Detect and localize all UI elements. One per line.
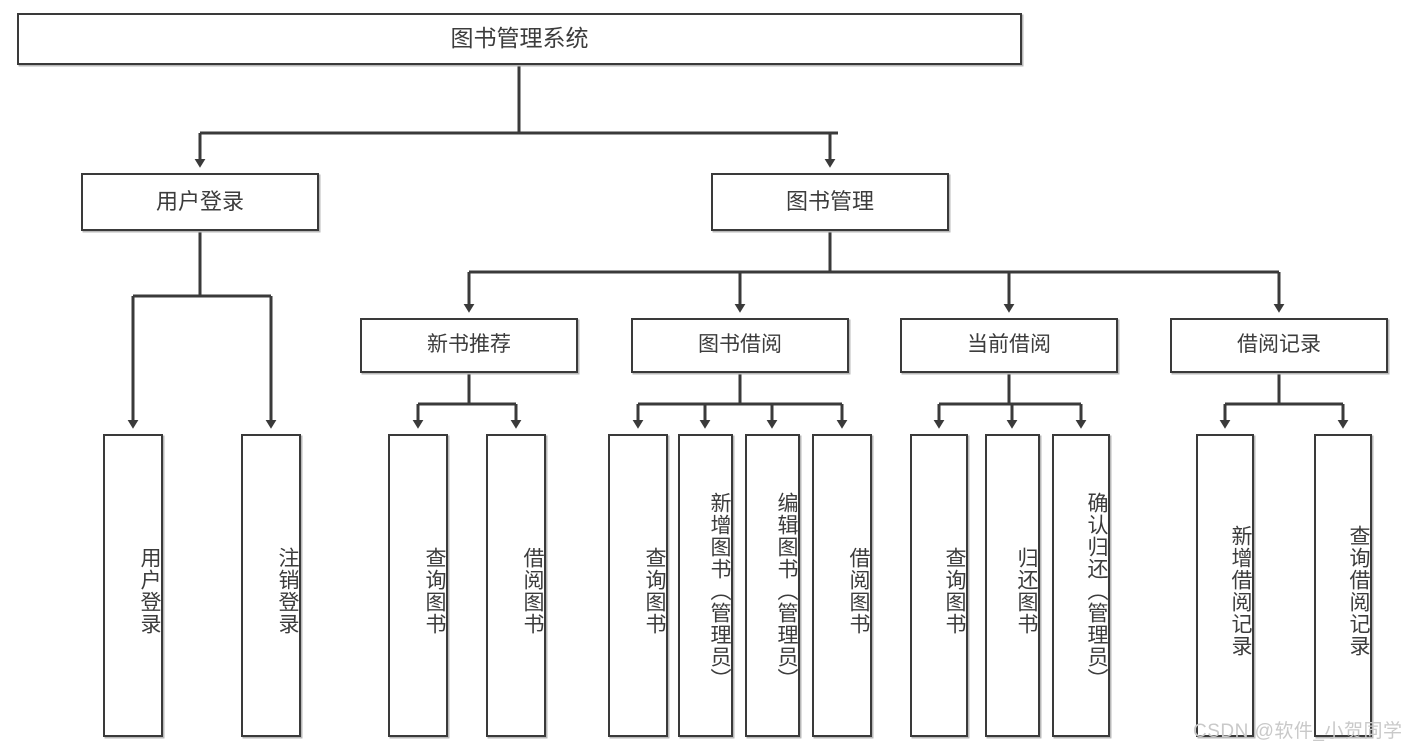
node-label: 用户登录 [155,189,244,215]
leaf-book-borrow-borrow[interactable]: 借阅图书 [812,434,872,737]
node-label: 注销登录 [276,546,299,635]
node-book-management[interactable]: 图书管理 [711,173,949,231]
leaf-book-borrow-add[interactable]: 新增图书（管理员） [678,434,733,737]
node-label: 新增借阅记录 [1229,524,1252,657]
node-label: 编辑图书（管理员） [775,491,798,690]
leaf-borrow-record-add[interactable]: 新增借阅记录 [1196,434,1254,737]
node-label: 图书管理系统 [450,25,589,52]
leaf-new-book-query[interactable]: 查询图书 [388,434,448,737]
leaf-user-login-logout[interactable]: 注销登录 [241,434,301,737]
node-label: 图书管理 [785,189,874,215]
node-label: 借阅图书 [847,546,870,635]
node-label: 图书借阅 [698,333,782,357]
node-label: 归还图书 [1015,546,1038,635]
leaf-user-login-login[interactable]: 用户登录 [103,434,163,737]
leaf-current-borrow-query[interactable]: 查询图书 [910,434,968,737]
node-label: 当前借阅 [967,333,1051,357]
leaf-current-borrow-confirm-return[interactable]: 确认归还（管理员） [1052,434,1110,737]
leaf-book-borrow-query[interactable]: 查询图书 [608,434,668,737]
node-current-borrow[interactable]: 当前借阅 [900,318,1118,373]
leaf-borrow-record-query[interactable]: 查询借阅记录 [1314,434,1372,737]
node-user-login[interactable]: 用户登录 [81,173,319,231]
node-label: 新增图书（管理员） [708,491,731,690]
node-new-book-recommend[interactable]: 新书推荐 [360,318,578,373]
leaf-current-borrow-return[interactable]: 归还图书 [985,434,1040,737]
node-borrow-record[interactable]: 借阅记录 [1170,318,1388,373]
node-label: 查询图书 [643,546,666,635]
node-label: 用户登录 [138,546,161,635]
node-label: 新书推荐 [427,333,511,357]
node-label: 查询图书 [423,546,446,635]
node-label: 查询图书 [943,546,966,635]
leaf-new-book-borrow[interactable]: 借阅图书 [486,434,546,737]
leaf-book-borrow-edit[interactable]: 编辑图书（管理员） [745,434,800,737]
node-label: 借阅记录 [1237,333,1321,357]
node-root-system[interactable]: 图书管理系统 [17,13,1022,65]
node-label: 查询借阅记录 [1347,524,1370,657]
node-label: 确认归还（管理员） [1085,491,1108,690]
node-book-borrow[interactable]: 图书借阅 [631,318,849,373]
watermark-credit: CSDN @软件_小贺同学 [1193,721,1403,742]
node-label: 借阅图书 [521,546,544,635]
